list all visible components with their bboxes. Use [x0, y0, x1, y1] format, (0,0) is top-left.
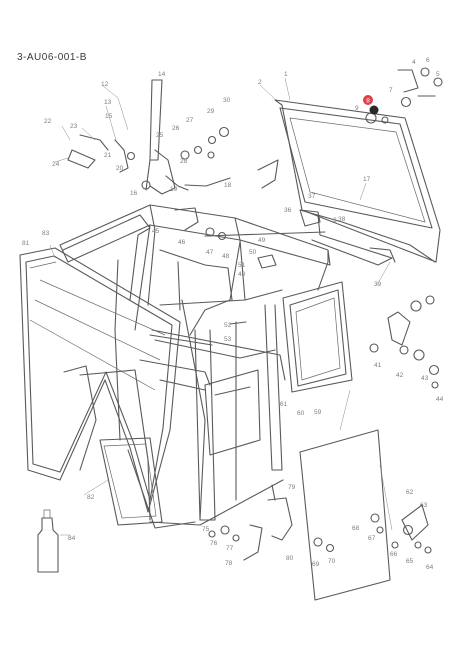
callout-44: 44: [436, 396, 444, 403]
leader-lines: [49, 77, 393, 536]
callout-16: 16: [130, 190, 138, 197]
callout-53: 53: [224, 336, 232, 343]
callout-64: 64: [426, 564, 434, 571]
callout-15: 15: [105, 113, 113, 120]
callout-65: 65: [406, 558, 414, 565]
side-windows: [282, 281, 391, 601]
callout-61: 61: [280, 401, 288, 408]
callout-40: 40: [238, 271, 246, 278]
callout-2: 2: [258, 79, 262, 86]
callout-75: 75: [202, 526, 210, 533]
callout-84: 84: [68, 535, 76, 542]
callout-13: 13: [104, 99, 112, 106]
callout-4: 4: [412, 59, 416, 66]
callout-3: 3: [333, 217, 337, 224]
callout-82: 82: [87, 494, 95, 501]
callout-78: 78: [225, 560, 233, 567]
callout-26: 26: [172, 125, 180, 132]
callout-17: 17: [363, 176, 371, 183]
callout-29: 29: [207, 108, 215, 115]
callout-37: 37: [308, 193, 316, 200]
callout-18: 18: [224, 182, 232, 189]
callout-30: 30: [223, 97, 231, 104]
callout-81: 81: [22, 240, 30, 247]
callout-46: 46: [178, 239, 186, 246]
callout-83: 83: [42, 230, 50, 237]
callout-labels: 1234567912131415161718192021222324252627…: [22, 57, 444, 571]
callout-25: 25: [156, 132, 164, 139]
callout-36: 36: [284, 207, 292, 214]
hinge-brackets-right: [369, 295, 440, 389]
callout-1: 1: [284, 71, 288, 78]
callout-68: 68: [352, 525, 360, 532]
front-windscreen: [19, 247, 181, 521]
callout-21: 21: [104, 152, 112, 159]
callout-66: 66: [390, 551, 398, 558]
callout-22: 22: [44, 118, 52, 125]
highlighted-part-marker: 8: [363, 95, 373, 105]
callout-24: 24: [52, 161, 60, 168]
callout-6: 6: [426, 57, 430, 64]
sealant-bottle: [37, 509, 59, 573]
callout-5: 5: [436, 71, 440, 78]
callout-79: 79: [288, 484, 296, 491]
hinge-brackets-lower: [313, 504, 432, 554]
callout-23: 23: [70, 123, 78, 130]
callout-52: 52: [224, 322, 232, 329]
top-right-fasteners: [365, 67, 443, 124]
callout-7: 7: [389, 87, 393, 94]
gas-strut-parts: [67, 79, 231, 195]
callout-67: 67: [368, 535, 376, 542]
callout-19: 19: [170, 186, 178, 193]
callout-69: 69: [312, 561, 320, 568]
rear-window: [274, 99, 441, 266]
callout-42: 42: [396, 372, 404, 379]
callout-38: 38: [338, 216, 346, 223]
callout-14: 14: [158, 71, 166, 78]
callout-43: 43: [421, 375, 429, 382]
callout-9: 9: [355, 105, 359, 112]
callout-39: 39: [374, 281, 382, 288]
diagram-reference-code: 3-AU06-001-B: [17, 52, 87, 63]
callout-47: 47: [206, 249, 214, 256]
callout-70: 70: [328, 558, 336, 565]
door-seal: [99, 437, 163, 526]
callout-20: 20: [116, 165, 124, 172]
callout-51: 51: [238, 262, 246, 269]
highlighted-part-number: 8: [366, 98, 370, 105]
callout-27: 27: [186, 117, 194, 124]
callout-80: 80: [286, 555, 294, 562]
callout-49: 49: [258, 237, 266, 244]
callout-76: 76: [210, 540, 218, 547]
callout-60: 60: [297, 410, 305, 417]
hinge-36-37: [174, 159, 326, 325]
callout-48: 48: [222, 253, 230, 260]
callout-62: 62: [406, 489, 414, 496]
door-hinge: [208, 484, 293, 561]
callout-59: 59: [314, 409, 322, 416]
callout-45: 45: [152, 228, 160, 235]
callout-41: 41: [374, 362, 382, 369]
callout-77: 77: [226, 545, 234, 552]
callout-63: 63: [420, 502, 428, 509]
callout-28: 28: [180, 158, 188, 165]
callout-50: 50: [249, 249, 257, 256]
cab-frame: [59, 204, 331, 529]
callout-12: 12: [101, 81, 109, 88]
